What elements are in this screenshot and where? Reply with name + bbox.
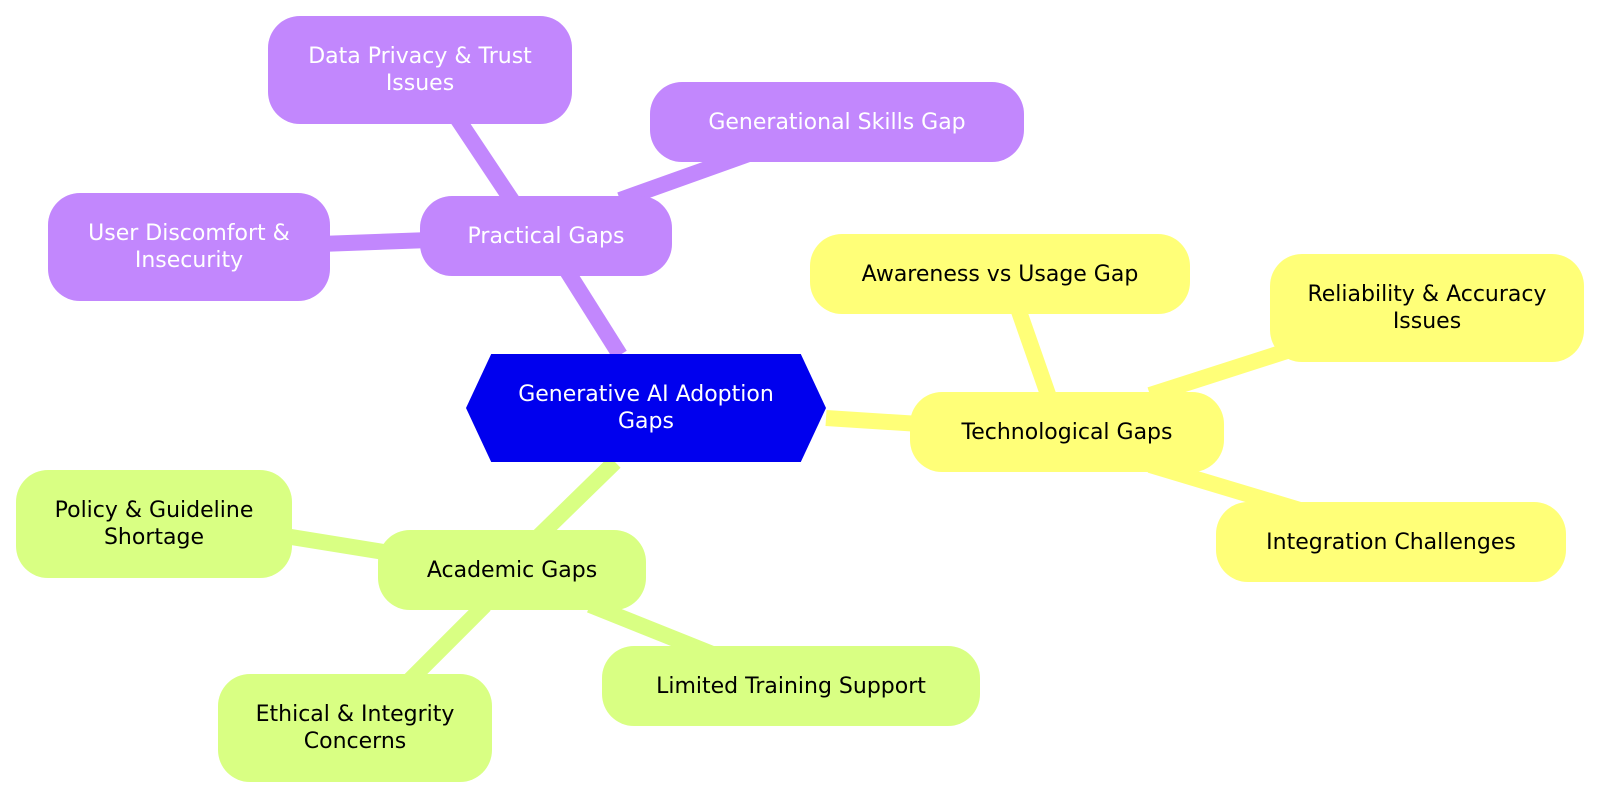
edge-technological-awareness	[1007, 297, 1058, 403]
leaf-node-integration-challenges[interactable]: Integration Challenges	[1216, 502, 1566, 582]
branch-node-practical-gaps[interactable]: Practical Gaps	[420, 196, 672, 276]
leaf-node-generational-skills[interactable]: Generational Skills Gap	[650, 82, 1024, 162]
edge-root-academic	[529, 456, 621, 546]
edge-academic-policy	[283, 528, 392, 561]
edge-root-technological	[825, 410, 921, 432]
edge-academic-ethical	[399, 599, 491, 691]
edge-practical-data-privacy	[448, 110, 522, 210]
leaf-node-user-discomfort[interactable]: User Discomfort & Insecurity	[48, 193, 330, 301]
leaf-node-limited-training[interactable]: Limited Training Support	[602, 646, 980, 726]
leaf-node-awareness-usage[interactable]: Awareness vs Usage Gap	[810, 234, 1190, 314]
leaf-node-policy-guideline[interactable]: Policy & Guideline Shortage	[16, 470, 292, 578]
edge-technological-reliability	[1147, 342, 1293, 403]
branch-node-academic-gaps[interactable]: Academic Gaps	[378, 530, 646, 610]
branch-node-technological-gaps[interactable]: Technological Gaps	[910, 392, 1224, 472]
leaf-node-ethical-integrity[interactable]: Ethical & Integrity Concerns	[218, 674, 492, 782]
root-node[interactable]: Generative AI Adoption Gaps	[466, 354, 826, 462]
leaf-node-reliability-accuracy[interactable]: Reliability & Accuracy Issues	[1270, 254, 1584, 362]
edge-practical-user-discomfort	[319, 232, 431, 252]
leaf-node-data-privacy[interactable]: Data Privacy & Trust Issues	[268, 16, 572, 124]
